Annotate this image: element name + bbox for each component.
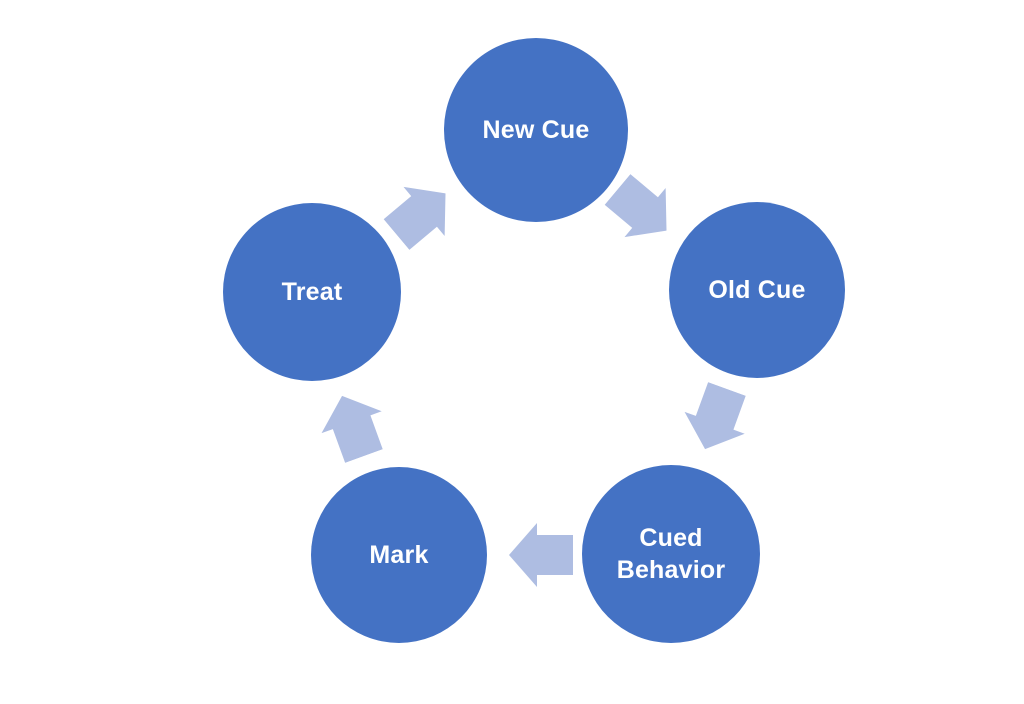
node-cued-behavior: Cued Behavior [582, 465, 760, 643]
node-mark-label: Mark [369, 540, 429, 569]
node-cued-behavior-label: Cued Behavior [616, 523, 726, 585]
block-arrow-shape [684, 382, 746, 450]
node-new-cue-label: New Cue [482, 115, 590, 144]
node-treat: Treat [223, 203, 401, 381]
block-arrow-shape [383, 186, 446, 250]
arrow-cued-behavior-to-mark-icon [509, 523, 573, 587]
block-arrow-shape [321, 395, 383, 463]
node-mark: Mark [311, 467, 487, 643]
block-arrow-shape [604, 174, 667, 238]
arrow-mark-to-treat-icon [321, 395, 383, 463]
arrow-old-cue-to-cued-behavior-icon [684, 382, 746, 450]
node-old-cue: Old Cue [669, 202, 845, 378]
node-new-cue: New Cue [444, 38, 628, 222]
arrow-treat-to-new-cue-icon [383, 186, 446, 250]
node-old-cue-label: Old Cue [708, 275, 806, 304]
node-treat-label: Treat [281, 277, 343, 306]
arrow-new-cue-to-old-cue-icon [604, 174, 667, 238]
block-arrow-shape [509, 523, 573, 587]
